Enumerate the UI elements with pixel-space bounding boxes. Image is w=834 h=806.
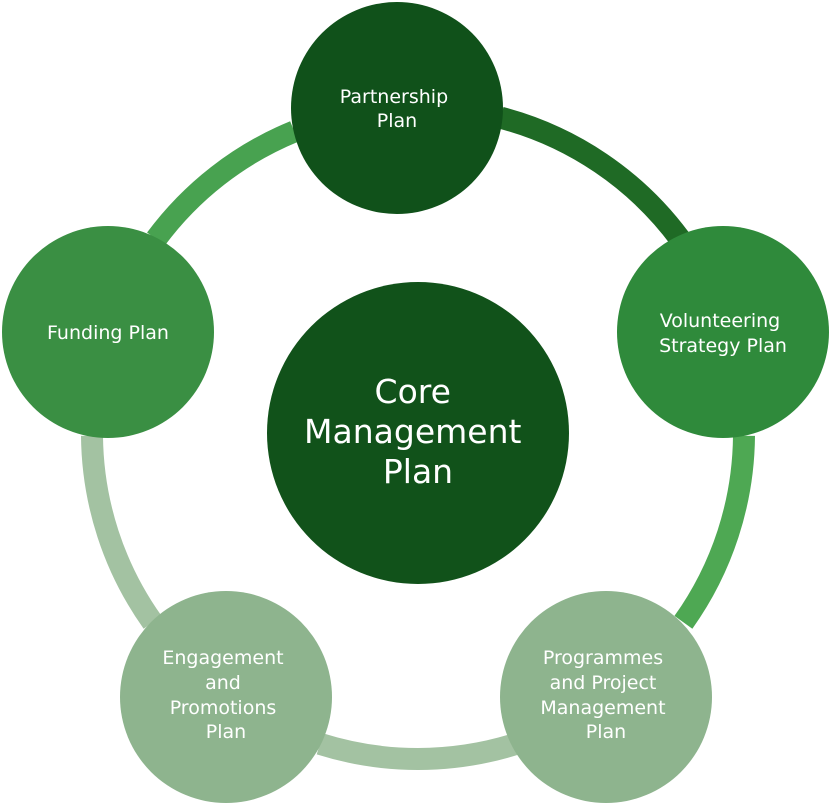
connector-programmes-engagement (316, 733, 520, 770)
programmes-node-circle (500, 591, 712, 803)
center-node-label: Core Management Plan (304, 372, 532, 491)
programmes-label-line-3: Management (540, 697, 665, 719)
center-label-line-1: Core (375, 372, 451, 411)
programmes-label-line-1: Programmes (543, 647, 663, 669)
programmes-label-line-2: and Project (550, 672, 657, 694)
connector-funding-partnership (147, 121, 299, 246)
connector-engagement-funding (81, 435, 162, 629)
engagement-label-line-1: Engagement (162, 647, 283, 669)
engagement-label-line-2: and (205, 672, 241, 694)
center-label-line-2: Management (304, 412, 521, 451)
volunteering-node-label: Volunteering Strategy Plan (659, 310, 787, 357)
engagement-label-line-3: Promotions (170, 697, 277, 719)
engagement-label-line-4: Plan (206, 721, 246, 743)
volunteering-label-line-2: Strategy Plan (659, 335, 787, 357)
partnership-label-line-2: Plan (377, 110, 417, 132)
partnership-node-label: Partnership Plan (340, 86, 454, 132)
funding-label-line-1: Funding Plan (47, 322, 169, 344)
partnership-node-circle (291, 2, 503, 214)
volunteering-label-line-1: Volunteering (660, 310, 781, 332)
volunteering-node-circle (617, 226, 829, 438)
partnership-label-line-1: Partnership (340, 86, 448, 108)
engagement-node-label: Engagement and Promotions Plan (162, 647, 289, 743)
connector-volunteering-programmes (674, 435, 755, 629)
connector-partnership-volunteering (497, 107, 689, 246)
engagement-node-circle (120, 591, 332, 803)
funding-node-label: Funding Plan (47, 322, 169, 344)
center-label-line-3: Plan (383, 452, 453, 491)
programmes-node-label: Programmes and Project Management Plan (540, 647, 671, 743)
center-node-circle (267, 282, 569, 584)
funding-node-circle (2, 226, 214, 438)
programmes-label-line-4: Plan (586, 721, 626, 743)
